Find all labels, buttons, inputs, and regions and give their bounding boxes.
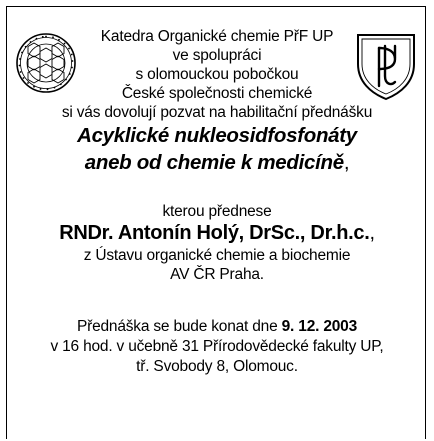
- molecule-seal-icon: [16, 33, 76, 93]
- organizer-line-2: ve spolupráci: [172, 47, 262, 64]
- page-border: [6, 6, 426, 439]
- presenter-intro: kterou přednese: [162, 203, 272, 220]
- event-date-line: Přednáška se bude konat dne 9. 12. 2003: [0, 318, 434, 336]
- event-date: 9. 12. 2003: [281, 318, 358, 335]
- event-date-prefix: Přednáška se bude konat dne: [76, 318, 282, 335]
- organizer-line-1: Katedra Organické chemie PřF UP: [100, 28, 334, 45]
- presenter-name-comma: ,: [369, 222, 375, 244]
- presenter-name-line: RNDr. Antonín Holý, DrSc., Dr.h.c.,: [0, 222, 434, 245]
- lecture-title-line-2: aneb od chemie k medicíně,: [0, 151, 434, 175]
- shield-monogram-icon: [357, 34, 415, 101]
- organizer-line-3: s olomouckou pobočkou: [135, 66, 299, 83]
- lecture-title-line-1: Acyklické nukleosidfosfonáty: [77, 124, 357, 147]
- presenter-name: RNDr. Antonín Holý, DrSc., Dr.h.c.: [59, 222, 370, 244]
- presenter-affiliation-2: AV ČR Praha.: [170, 266, 264, 283]
- presenter-affiliation-1: z Ústavu organické chemie a biochemie: [83, 247, 351, 264]
- lecture-title-comma: ,: [343, 151, 350, 174]
- lecture-title-text: aneb od chemie k medicíně: [84, 151, 344, 174]
- event-address: tř. Svobody 8, Olomouc.: [136, 358, 298, 375]
- organizer-line-4: České společnosti chemické: [121, 85, 313, 102]
- invitation-text: si vás dovolují pozvat na habilitační př…: [61, 104, 373, 121]
- event-time-place: v 16 hod. v učebně 31 Přírodovědecké fak…: [50, 338, 384, 355]
